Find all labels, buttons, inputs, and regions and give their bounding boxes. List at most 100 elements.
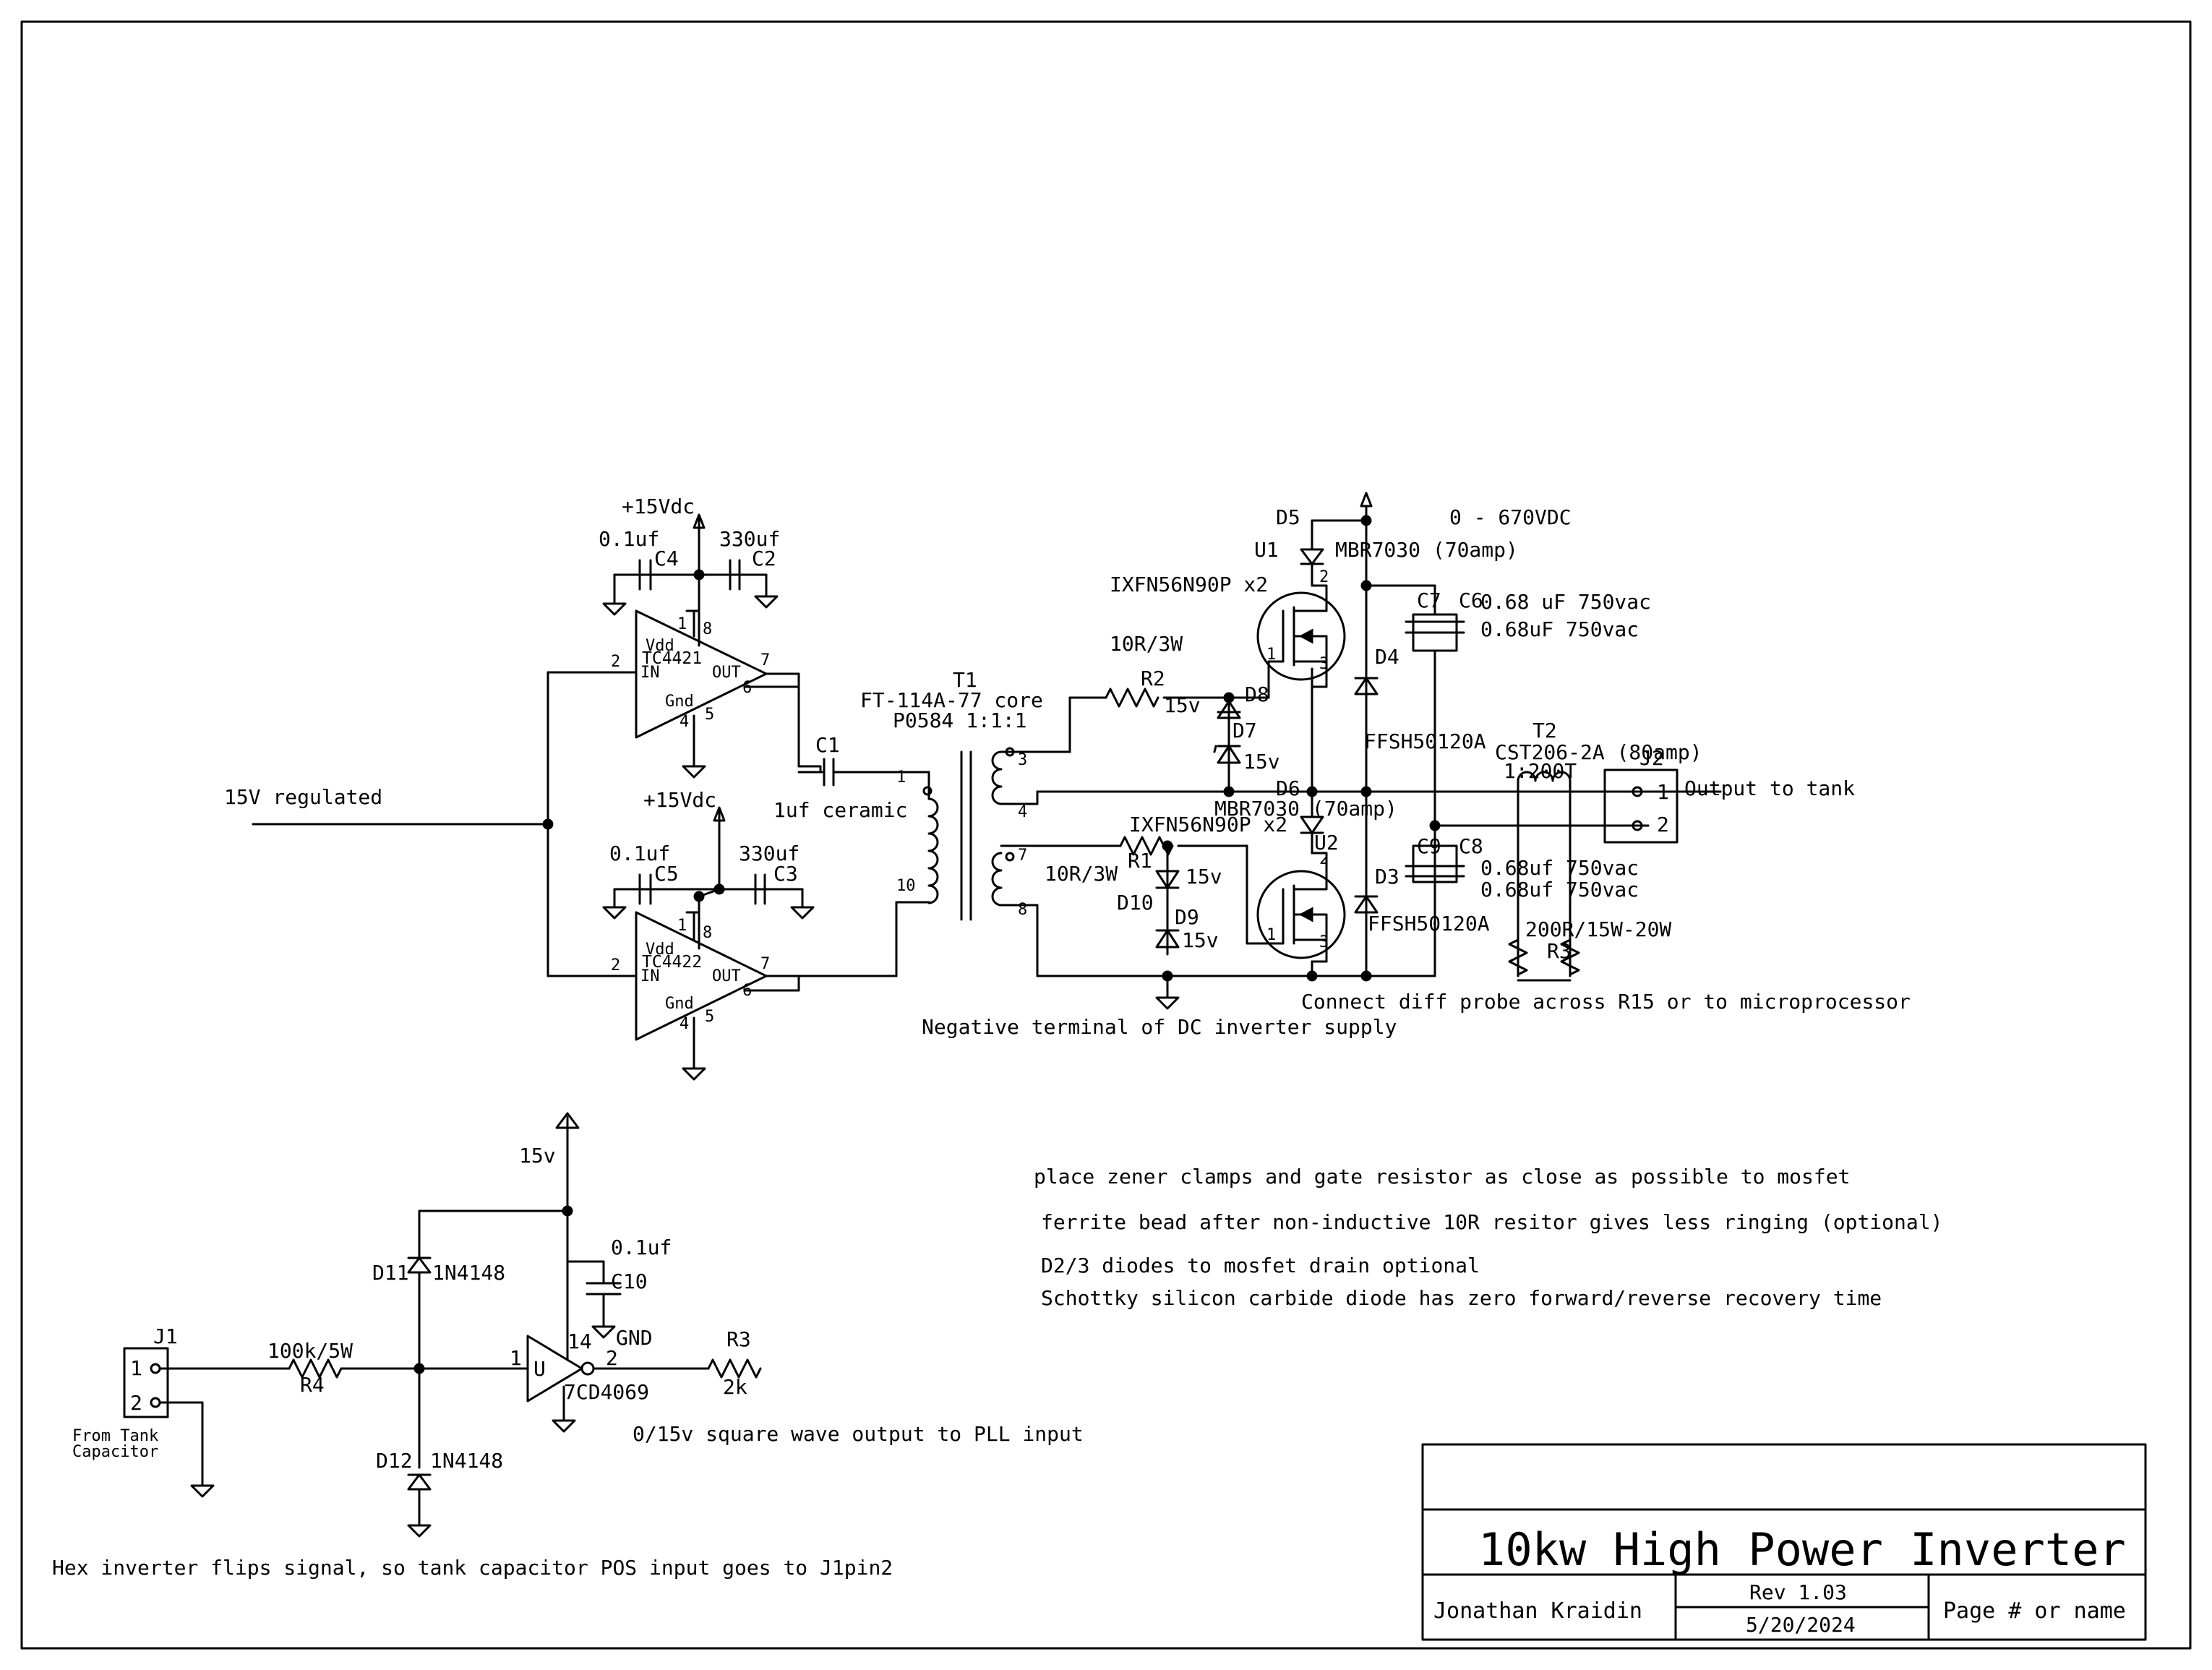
svg-text:D7: D7: [1233, 719, 1257, 742]
svg-text:15v: 15v: [1186, 865, 1222, 888]
svg-text:IN: IN: [640, 664, 660, 682]
svg-text:8: 8: [703, 620, 712, 638]
svg-text:MBR7030 (70amp): MBR7030 (70amp): [1214, 797, 1397, 821]
svg-text:1N4148: 1N4148: [432, 1261, 505, 1285]
svg-text:7: 7: [760, 955, 770, 973]
svg-text:D4: D4: [1375, 645, 1399, 669]
svg-text:7: 7: [760, 651, 770, 669]
svg-text:0.68 uF 750vac: 0.68 uF 750vac: [1480, 590, 1651, 614]
drawing-title: 10kw High Power Inverter: [1478, 1523, 2126, 1576]
svg-text:J2: J2: [1639, 746, 1664, 770]
svg-text:3: 3: [1018, 751, 1027, 769]
svg-text:10: 10: [896, 877, 916, 895]
svg-text:4: 4: [680, 1015, 689, 1033]
svg-text:D8: D8: [1245, 682, 1269, 706]
svg-text:1: 1: [130, 1356, 142, 1380]
tc4422-driver: [635, 911, 768, 1041]
svg-text:T2: T2: [1532, 719, 1557, 742]
transformer-t1: 1 10 T1 FT-114A-77 core P0584 1:1:1 3 4 …: [860, 668, 1722, 977]
note-ferrite: ferrite bead after non-inductive 10R res…: [1041, 1210, 1942, 1234]
svg-text:2: 2: [611, 956, 620, 975]
svg-text:7CD4069: 7CD4069: [564, 1380, 649, 1404]
tc4422-label: TC4422: [642, 953, 702, 972]
dc-rail: 0 - 670VDC D4 FFSH50120A D3 FFSH50120A: [1311, 492, 1572, 982]
note-schottky: Schottky silicon carbide diode has zero …: [1041, 1286, 1882, 1310]
svg-text:C9: C9: [1417, 834, 1441, 858]
svg-text:OUT: OUT: [712, 664, 741, 682]
svg-text:Vdd: Vdd: [646, 637, 674, 655]
snubber-output: C7 C6 0.68 uF 750vac 0.68uF 750vac C9 C8…: [1301, 584, 1911, 1014]
svg-text:Output to tank: Output to tank: [1684, 776, 1855, 800]
svg-text:0.68uf 750vac: 0.68uf 750vac: [1480, 878, 1639, 902]
svg-text:5: 5: [705, 706, 714, 724]
page-name: Page # or name: [1943, 1598, 2126, 1624]
svg-text:2: 2: [606, 1346, 618, 1370]
svg-text:IN: IN: [640, 967, 660, 985]
svg-text:P0584 1:1:1: P0584 1:1:1: [893, 708, 1026, 732]
author: Jonathan Kraidin: [1433, 1598, 1642, 1624]
svg-text:0 - 670VDC: 0 - 670VDC: [1449, 505, 1572, 529]
svg-text:2: 2: [611, 653, 620, 671]
svg-text:14: 14: [567, 1329, 592, 1353]
svg-text:From Tank: From Tank: [72, 1427, 158, 1445]
svg-text:R1: R1: [1128, 849, 1152, 873]
svg-text:1N4148: 1N4148: [430, 1449, 503, 1473]
svg-text:C4: C4: [654, 547, 679, 570]
tc4421-driver: [635, 609, 768, 739]
svg-text:0.1uf: 0.1uf: [609, 842, 670, 865]
svg-text:4: 4: [1018, 803, 1027, 821]
svg-text:D9: D9: [1175, 905, 1199, 929]
svg-text:C1: C1: [815, 733, 840, 757]
svg-text:15v: 15v: [1243, 750, 1280, 774]
svg-text:C8: C8: [1459, 834, 1483, 858]
svg-text:+15Vdc: +15Vdc: [643, 788, 716, 812]
svg-text:2: 2: [1319, 850, 1329, 868]
svg-text:C7: C7: [1417, 588, 1441, 612]
svg-text:0.68uf 750vac: 0.68uf 750vac: [1480, 856, 1639, 880]
mosfet-u1: 10R/3W R2 D8 15v D7 15v 1 2 3 U1 IXFN56N…: [1068, 538, 1346, 797]
svg-text:FFSH50120A: FFSH50120A: [1368, 912, 1490, 935]
svg-text:J1: J1: [153, 1324, 178, 1348]
svg-text:4: 4: [680, 713, 689, 731]
svg-text:CST206-2A (80amp): CST206-2A (80amp): [1495, 740, 1702, 764]
svg-text:Gnd: Gnd: [665, 995, 694, 1013]
svg-text:10R/3W: 10R/3W: [1110, 632, 1183, 656]
svg-text:FT-114A-77 core: FT-114A-77 core: [860, 688, 1043, 712]
svg-text:330uf: 330uf: [719, 527, 780, 551]
svg-text:100k/5W: 100k/5W: [267, 1339, 353, 1363]
svg-text:R2: R2: [1141, 667, 1165, 690]
svg-text:U2: U2: [1314, 831, 1339, 855]
svg-text:C6: C6: [1459, 588, 1483, 612]
svg-text:D10: D10: [1117, 891, 1154, 915]
svg-text:Capacitor: Capacitor: [72, 1443, 158, 1461]
svg-text:1uf ceramic: 1uf ceramic: [773, 798, 907, 822]
supply-label: 15V regulated: [224, 785, 382, 809]
svg-text:1: 1: [677, 615, 687, 633]
svg-text:R3: R3: [726, 1327, 751, 1351]
svg-text:C3: C3: [773, 862, 798, 886]
svg-text:0/15v square wave output to PL: 0/15v square wave output to PLL input: [633, 1422, 1084, 1446]
svg-text:8: 8: [1018, 901, 1027, 919]
svg-text:3: 3: [1319, 655, 1329, 673]
note-zener: place zener clamps and gate resistor as …: [1034, 1165, 1850, 1189]
svg-text:MBR7030 (70amp): MBR7030 (70amp): [1335, 538, 1518, 562]
pll-section: 15v 0.1uf C10 GND D11 1N4148 D12 1N4148 …: [52, 1112, 1084, 1580]
svg-text:IXFN56N90P x2: IXFN56N90P x2: [1129, 813, 1287, 836]
svg-text:C5: C5: [654, 862, 679, 886]
date: 5/20/2024: [1746, 1613, 1856, 1637]
svg-text:0.68uF 750vac: 0.68uF 750vac: [1480, 617, 1639, 641]
svg-text:D6: D6: [1276, 776, 1300, 800]
gate-driver-section: 15V regulated Vdd TC4421 IN OUT Gnd 2 1 …: [224, 494, 930, 1081]
svg-text:1: 1: [896, 768, 906, 787]
svg-text:1:200T: 1:200T: [1504, 759, 1577, 783]
svg-text:15v: 15v: [1164, 693, 1201, 717]
svg-text:0.1uf: 0.1uf: [599, 527, 659, 551]
svg-text:1: 1: [510, 1346, 522, 1370]
tc4421-label: TC4421: [642, 649, 702, 668]
svg-text:D3: D3: [1375, 865, 1399, 888]
svg-text:1: 1: [1266, 646, 1276, 664]
svg-text:5: 5: [705, 1008, 714, 1026]
svg-text:GND: GND: [616, 1326, 653, 1350]
svg-text:T1: T1: [953, 668, 977, 692]
svg-text:U: U: [533, 1357, 546, 1381]
